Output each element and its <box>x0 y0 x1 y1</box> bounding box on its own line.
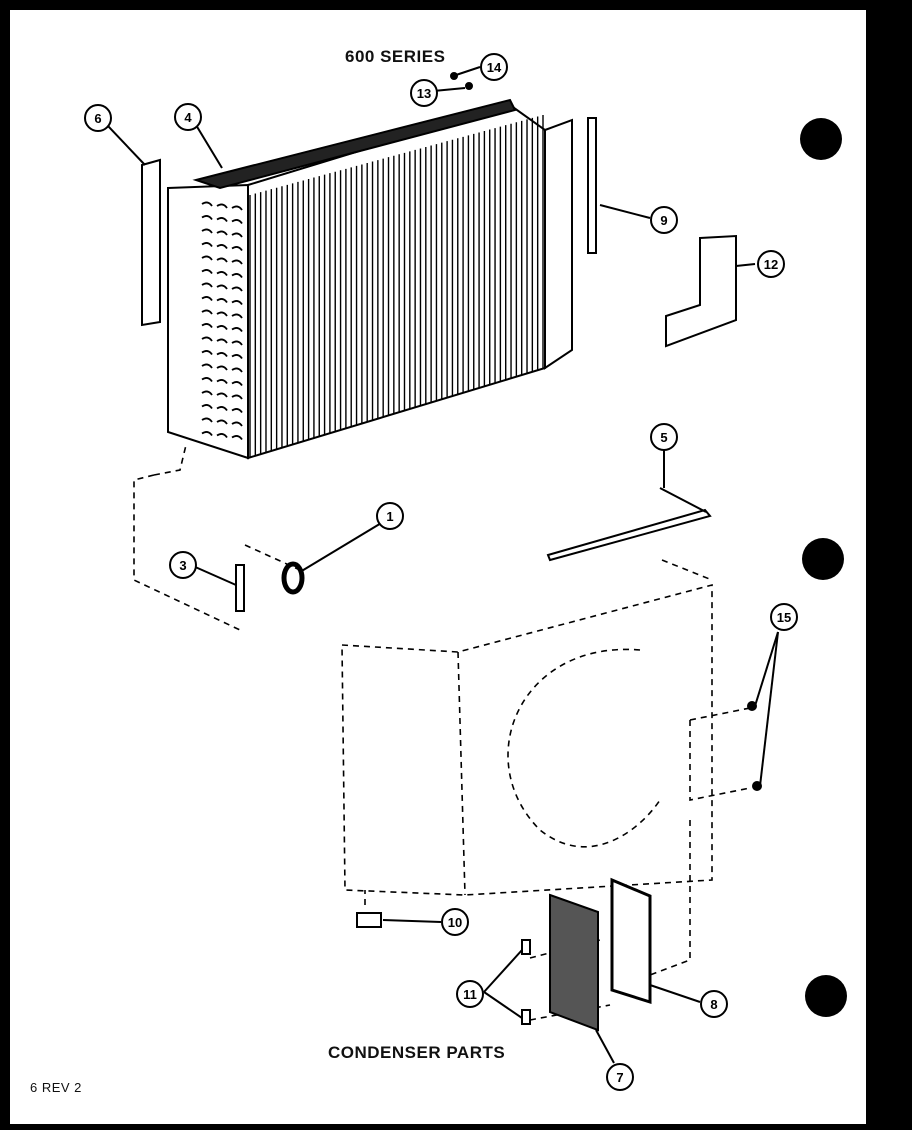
tube-bend <box>216 352 228 358</box>
callout-7: 7 <box>606 1063 634 1091</box>
tube-bend <box>216 433 228 439</box>
tube-bend <box>216 379 228 385</box>
tube-bend <box>216 284 228 290</box>
tube-bend <box>231 381 243 387</box>
tube-bend <box>201 350 213 356</box>
callout-9: 9 <box>650 206 678 234</box>
screw <box>747 701 757 711</box>
tube-bend <box>201 255 213 261</box>
callout-4: 4 <box>174 103 202 131</box>
tube-bend <box>201 269 213 275</box>
cover-panel <box>610 877 652 1005</box>
tube-bend <box>216 244 228 250</box>
tube-bend <box>201 201 213 207</box>
tube-bend <box>231 246 243 252</box>
callout-10: 10 <box>441 908 469 936</box>
tube-bend <box>216 419 228 425</box>
side-strip-right <box>587 117 597 254</box>
tube-bend <box>216 392 228 398</box>
tube-bend <box>201 282 213 288</box>
tube-bend <box>201 377 213 383</box>
screw <box>465 82 473 90</box>
tube-bend <box>216 311 228 317</box>
tube-bend <box>231 327 243 333</box>
tube-bend <box>201 417 213 423</box>
series-label: 600 SERIES <box>345 47 446 66</box>
tube-bend <box>231 394 243 400</box>
tube-bend <box>216 298 228 304</box>
bumper <box>356 912 382 928</box>
tube-bend <box>201 215 213 221</box>
tube-bend <box>201 336 213 342</box>
callout-8: 8 <box>700 990 728 1018</box>
callout-11: 11 <box>456 980 484 1008</box>
tube-bend <box>231 219 243 225</box>
tube-bend <box>216 271 228 277</box>
revision-label: 6 REV 2 <box>30 1080 82 1095</box>
tube-bend <box>201 228 213 234</box>
tube-bend <box>216 230 228 236</box>
ring-gasket <box>281 561 305 595</box>
tube-bend <box>201 390 213 396</box>
tube-bend <box>216 217 228 223</box>
tube-bend <box>216 338 228 344</box>
clip <box>521 1009 531 1025</box>
leader-lines <box>107 66 779 1064</box>
tube-bend <box>201 404 213 410</box>
registration-dot <box>802 538 844 580</box>
tube <box>235 564 245 612</box>
clip <box>521 939 531 955</box>
callout-5: 5 <box>650 423 678 451</box>
tube-bend <box>231 340 243 346</box>
tube-bend <box>231 421 243 427</box>
bracket <box>665 234 737 348</box>
side-strip <box>141 158 161 327</box>
tube-bend <box>216 325 228 331</box>
tube-bend <box>231 367 243 373</box>
registration-dot <box>800 118 842 160</box>
tube-bend <box>231 300 243 306</box>
tube-bend <box>231 232 243 238</box>
condenser-coil <box>167 98 573 460</box>
tube-bend <box>216 203 228 209</box>
tube-bend <box>216 365 228 371</box>
tube-bend <box>231 205 243 211</box>
callout-14: 14 <box>480 53 508 81</box>
tube-bend <box>231 435 243 441</box>
tube-bend <box>201 242 213 248</box>
callout-1: 1 <box>376 502 404 530</box>
tube-bend <box>201 296 213 302</box>
callout-12: 12 <box>757 250 785 278</box>
diagram-caption: CONDENSER PARTS <box>328 1043 506 1062</box>
tube-bend <box>201 309 213 315</box>
tube-bend <box>231 273 243 279</box>
tube-bend <box>231 259 243 265</box>
support-rod <box>546 508 712 562</box>
screw <box>450 72 458 80</box>
registration-dot <box>805 975 847 1017</box>
tube-bend <box>201 363 213 369</box>
tube-bend <box>231 286 243 292</box>
tube-bend <box>231 313 243 319</box>
tube-bend <box>201 431 213 437</box>
callout-6: 6 <box>84 104 112 132</box>
tube-bend <box>216 257 228 263</box>
tube-bend <box>201 323 213 329</box>
callout-3: 3 <box>169 551 197 579</box>
tube-bend <box>216 406 228 412</box>
grille-panel <box>549 893 599 1032</box>
fan-shroud <box>133 444 751 1021</box>
tube-bend <box>231 408 243 414</box>
tube-bend <box>231 354 243 360</box>
callout-15: 15 <box>770 603 798 631</box>
callout-13: 13 <box>410 79 438 107</box>
